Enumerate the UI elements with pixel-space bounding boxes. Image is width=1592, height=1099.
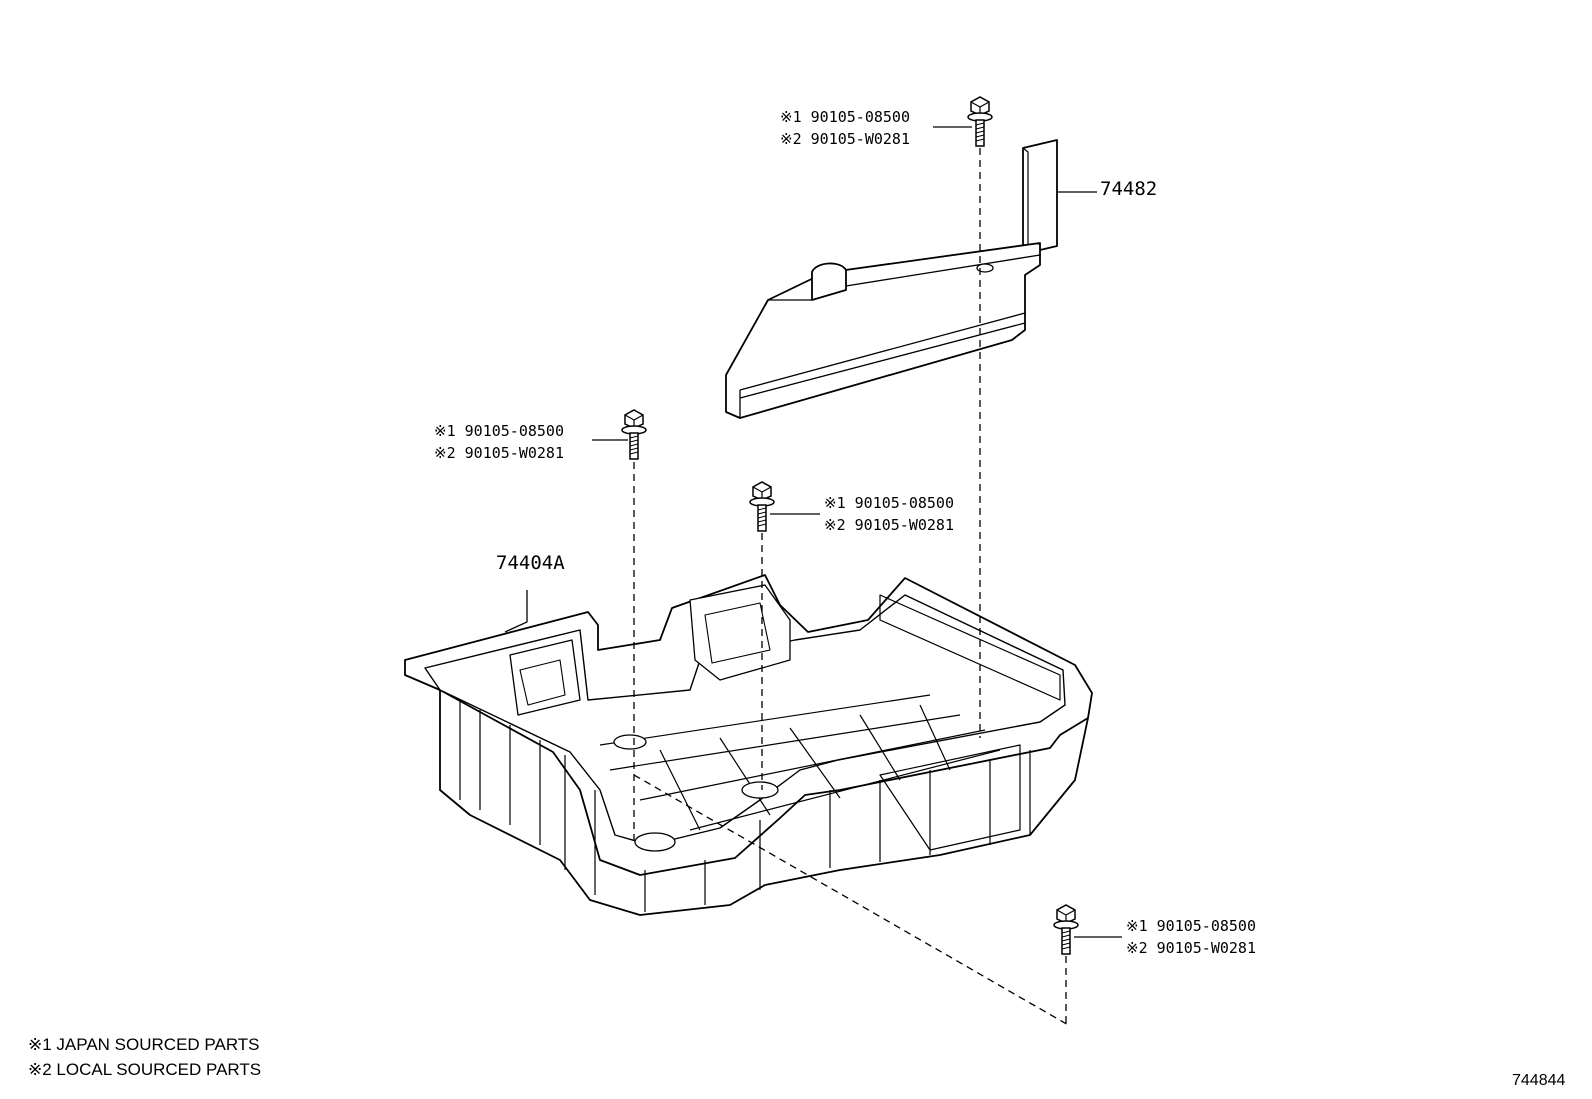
bolt-callout-left[interactable]: ※1 90105-08500 ※2 90105-W0281 <box>434 420 564 464</box>
bolt-icon <box>749 481 775 532</box>
bolt-callout-line2: ※2 90105-W0281 <box>434 444 564 462</box>
part-number-clamp[interactable]: 74482 <box>1100 178 1158 200</box>
bolt-callout-center[interactable]: ※1 90105-08500 ※2 90105-W0281 <box>824 492 954 536</box>
battery-tray <box>404 574 1093 916</box>
bolt-callout-line1: ※1 90105-08500 <box>780 108 910 126</box>
bolt-icon <box>621 409 647 460</box>
bolt-callout-line2: ※2 90105-W0281 <box>824 516 954 534</box>
bolt-callout-line1: ※1 90105-08500 <box>1126 917 1256 935</box>
bolt-callout-line2: ※2 90105-W0281 <box>1126 939 1256 957</box>
legend-note-japan: ※1 JAPAN SOURCED PARTS <box>28 1035 260 1054</box>
bolt-callout-top[interactable]: ※1 90105-08500 ※2 90105-W0281 <box>780 106 910 150</box>
bolt-callout-line1: ※1 90105-08500 <box>824 494 954 512</box>
bolt-callout-line1: ※1 90105-08500 <box>434 422 564 440</box>
part-number-tray[interactable]: 74404A <box>496 552 565 574</box>
legend-notes: ※1 JAPAN SOURCED PARTS ※2 LOCAL SOURCED … <box>28 1032 261 1082</box>
assembly-lines <box>633 148 1071 1027</box>
legend-note-local: ※2 LOCAL SOURCED PARTS <box>28 1060 262 1079</box>
bolt-callout-line2: ※2 90105-W0281 <box>780 130 910 148</box>
bolt-callout-bottom[interactable]: ※1 90105-08500 ※2 90105-W0281 <box>1126 915 1256 959</box>
figure-reference-id: 744844 <box>1512 1072 1566 1089</box>
battery-clamp <box>725 139 1058 419</box>
bolt-icon <box>967 96 993 147</box>
bolt-icon <box>1053 904 1079 955</box>
leader-lines <box>504 126 1122 938</box>
